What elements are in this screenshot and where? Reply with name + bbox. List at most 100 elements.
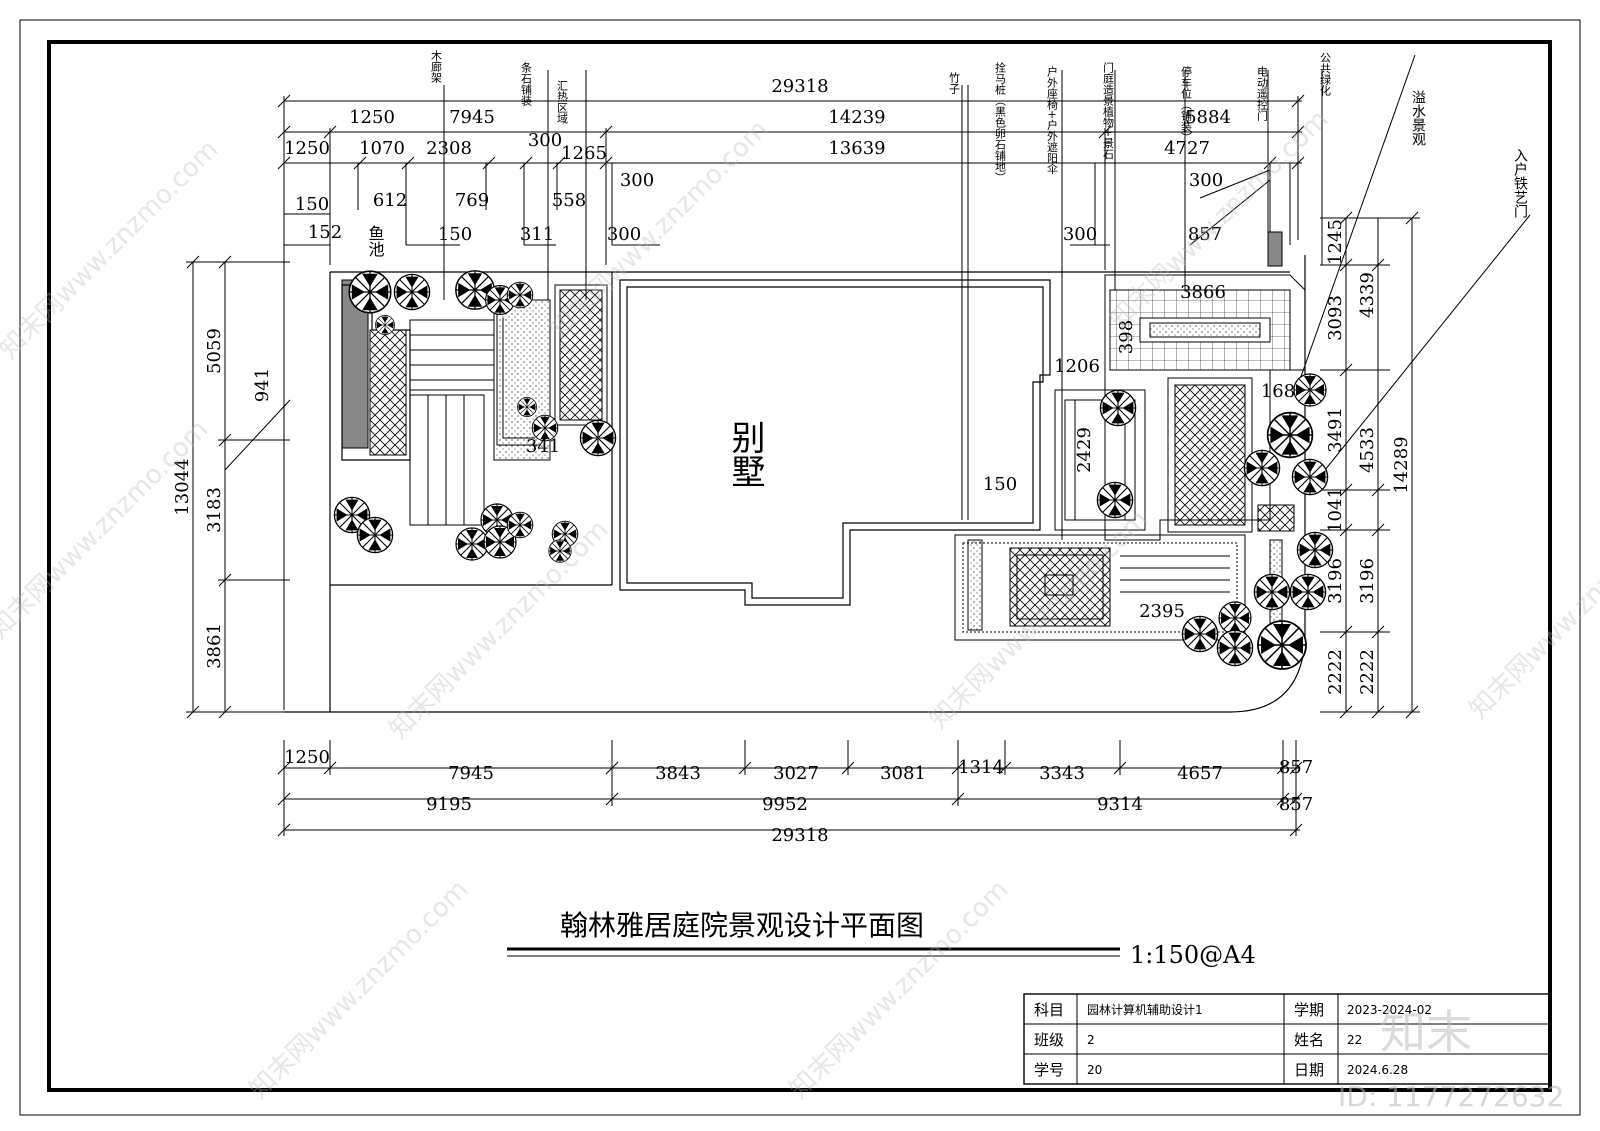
svg-text:941: 941 — [252, 368, 273, 402]
svg-text:3843: 3843 — [655, 763, 701, 784]
brand-watermark: 知末 — [1380, 1005, 1472, 1059]
svg-text:5884: 5884 — [1185, 107, 1231, 128]
right-dimension-text: 1245 3093 4339 3491 4533 14289 1041 3196… — [1325, 219, 1412, 695]
svg-text:9314: 9314 — [1097, 794, 1143, 815]
name-label: 姓名 — [1294, 1031, 1324, 1049]
svg-text:1041: 1041 — [1325, 487, 1346, 533]
outer-border — [19, 19, 1581, 1116]
hitching-post-label: 拴马桩（黑色卵石铺地） — [994, 61, 1007, 183]
dim-top-total: 29318 — [771, 76, 828, 97]
svg-text:341: 341 — [526, 436, 560, 457]
svg-text:1265: 1265 — [561, 143, 607, 164]
svg-text:9195: 9195 — [426, 794, 472, 815]
tree-symbol — [506, 281, 534, 309]
tree-symbol — [1289, 573, 1327, 611]
id-value: 20 — [1087, 1063, 1102, 1077]
svg-text:知末网www.znzmo.com: 知末网www.znzmo.com — [924, 504, 1155, 735]
watermark: 知末网www.znzmo.com 知末网www.znzmo.com 知末网www… — [0, 104, 1600, 1113]
tree-symbol — [393, 273, 431, 311]
outdoor-seat-label: 户外座椅+户外遮阳伞 — [1046, 65, 1059, 175]
left-dimension-text: 13044 5059 941 3183 3861 — [172, 328, 273, 669]
tree-symbol — [455, 527, 489, 561]
svg-text:14289: 14289 — [1391, 436, 1412, 493]
feature-labels: 鱼池 木廊架 条石铺装 汇热区域 竹子 拴马桩（黑色卵石铺地） 户外座椅+户外遮… — [366, 50, 1529, 257]
svg-text:857: 857 — [1188, 224, 1222, 245]
svg-text:168: 168 — [1261, 381, 1295, 402]
tree-symbol — [579, 419, 617, 457]
svg-text:5059: 5059 — [204, 328, 225, 374]
svg-text:558: 558 — [552, 190, 586, 211]
svg-text:3861: 3861 — [204, 623, 225, 669]
drawing-frame — [47, 40, 1552, 1092]
tree-symbol — [348, 270, 392, 314]
svg-text:152: 152 — [308, 222, 342, 243]
electric-gate-label: 电动遥控门 — [1256, 66, 1269, 122]
bottom-dimension-text: 1250 7945 3843 3027 3081 1314 3343 4657 … — [284, 747, 1313, 846]
gather-area-label: 汇热区域 — [556, 80, 569, 124]
svg-text:857: 857 — [1279, 794, 1313, 815]
drawing-title: 翰林雅居庭院景观设计平面图 — [560, 909, 924, 942]
svg-text:300: 300 — [620, 170, 654, 191]
svg-text:1245: 1245 — [1325, 219, 1346, 265]
tree-symbol — [517, 397, 537, 417]
svg-text:398: 398 — [1116, 320, 1137, 354]
left-dimension-chains — [186, 255, 291, 719]
subject-value: 园林计算机辅助设计1 — [1087, 1002, 1203, 1017]
parking-label: 停车位（铺装） — [1180, 65, 1193, 143]
drawing-scale: 1:150@A4 — [1130, 941, 1256, 969]
top-dimension-text: 29318 1250 7945 14239 5884 1250 1070 230… — [284, 76, 1231, 245]
svg-text:2308: 2308 — [426, 138, 472, 159]
svg-text:知末网www.znzmo.com: 知末网www.znzmo.com — [0, 414, 214, 645]
public-green-label: 公共绿化 — [1319, 52, 1332, 97]
villa-label: 别墅 — [725, 420, 765, 488]
svg-text:150: 150 — [438, 224, 472, 245]
svg-text:4657: 4657 — [1177, 763, 1223, 784]
svg-text:3183: 3183 — [204, 487, 225, 533]
right-dimension-chains — [1320, 211, 1420, 719]
svg-text:2222: 2222 — [1357, 649, 1378, 695]
svg-text:3866: 3866 — [1180, 282, 1226, 303]
wood-pergola-label: 木廊架 — [430, 50, 443, 83]
svg-text:311: 311 — [520, 224, 554, 245]
term-label: 学期 — [1294, 1001, 1324, 1019]
svg-text:3196: 3196 — [1357, 558, 1378, 604]
svg-text:300: 300 — [528, 130, 562, 151]
svg-text:1070: 1070 — [359, 138, 405, 159]
svg-text:13639: 13639 — [828, 138, 885, 159]
id-watermark: ID: 1177272632 — [1338, 1080, 1564, 1113]
fish-pond-label: 鱼池 — [366, 225, 385, 257]
svg-text:769: 769 — [455, 190, 489, 211]
iron-gate-label: 入户铁艺门 — [1512, 148, 1528, 219]
tree-symbol — [1216, 629, 1254, 667]
tree-symbol — [1218, 601, 1252, 635]
svg-text:612: 612 — [373, 190, 407, 211]
svg-text:知末网www.znzmo.com: 知末网www.znzmo.com — [244, 874, 475, 1105]
svg-text:1250: 1250 — [284, 747, 330, 768]
tree-symbol — [1253, 573, 1291, 611]
svg-text:3093: 3093 — [1325, 295, 1346, 341]
svg-text:3027: 3027 — [773, 763, 819, 784]
villa-footprint — [619, 279, 1051, 606]
svg-text:4339: 4339 — [1357, 272, 1378, 318]
inner-dimension-text: 3866 398 1206 168 2429 150 2395 341 — [526, 282, 1295, 622]
svg-text:14239: 14239 — [828, 107, 885, 128]
tree-symbol — [375, 315, 395, 335]
name-value: 22 — [1347, 1033, 1362, 1047]
term-value: 2023-2024-02 — [1347, 1003, 1432, 1017]
top-dimension-chains — [277, 94, 1305, 710]
strip-stone-label: 条石铺装 — [520, 61, 533, 107]
overflow-water-label: 溢水景观 — [1410, 90, 1426, 147]
svg-text:4533: 4533 — [1357, 427, 1378, 473]
tree-symbol — [1257, 620, 1307, 670]
svg-text:1250: 1250 — [349, 107, 395, 128]
svg-text:300: 300 — [1063, 224, 1097, 245]
subject-label: 科目 — [1034, 1001, 1064, 1019]
svg-text:1314: 1314 — [958, 757, 1004, 778]
id-label: 学号 — [1034, 1061, 1064, 1079]
svg-text:7945: 7945 — [449, 107, 495, 128]
svg-text:300: 300 — [1189, 170, 1223, 191]
class-value: 2 — [1087, 1033, 1095, 1047]
svg-text:2429: 2429 — [1074, 427, 1095, 473]
svg-text:2395: 2395 — [1139, 601, 1185, 622]
